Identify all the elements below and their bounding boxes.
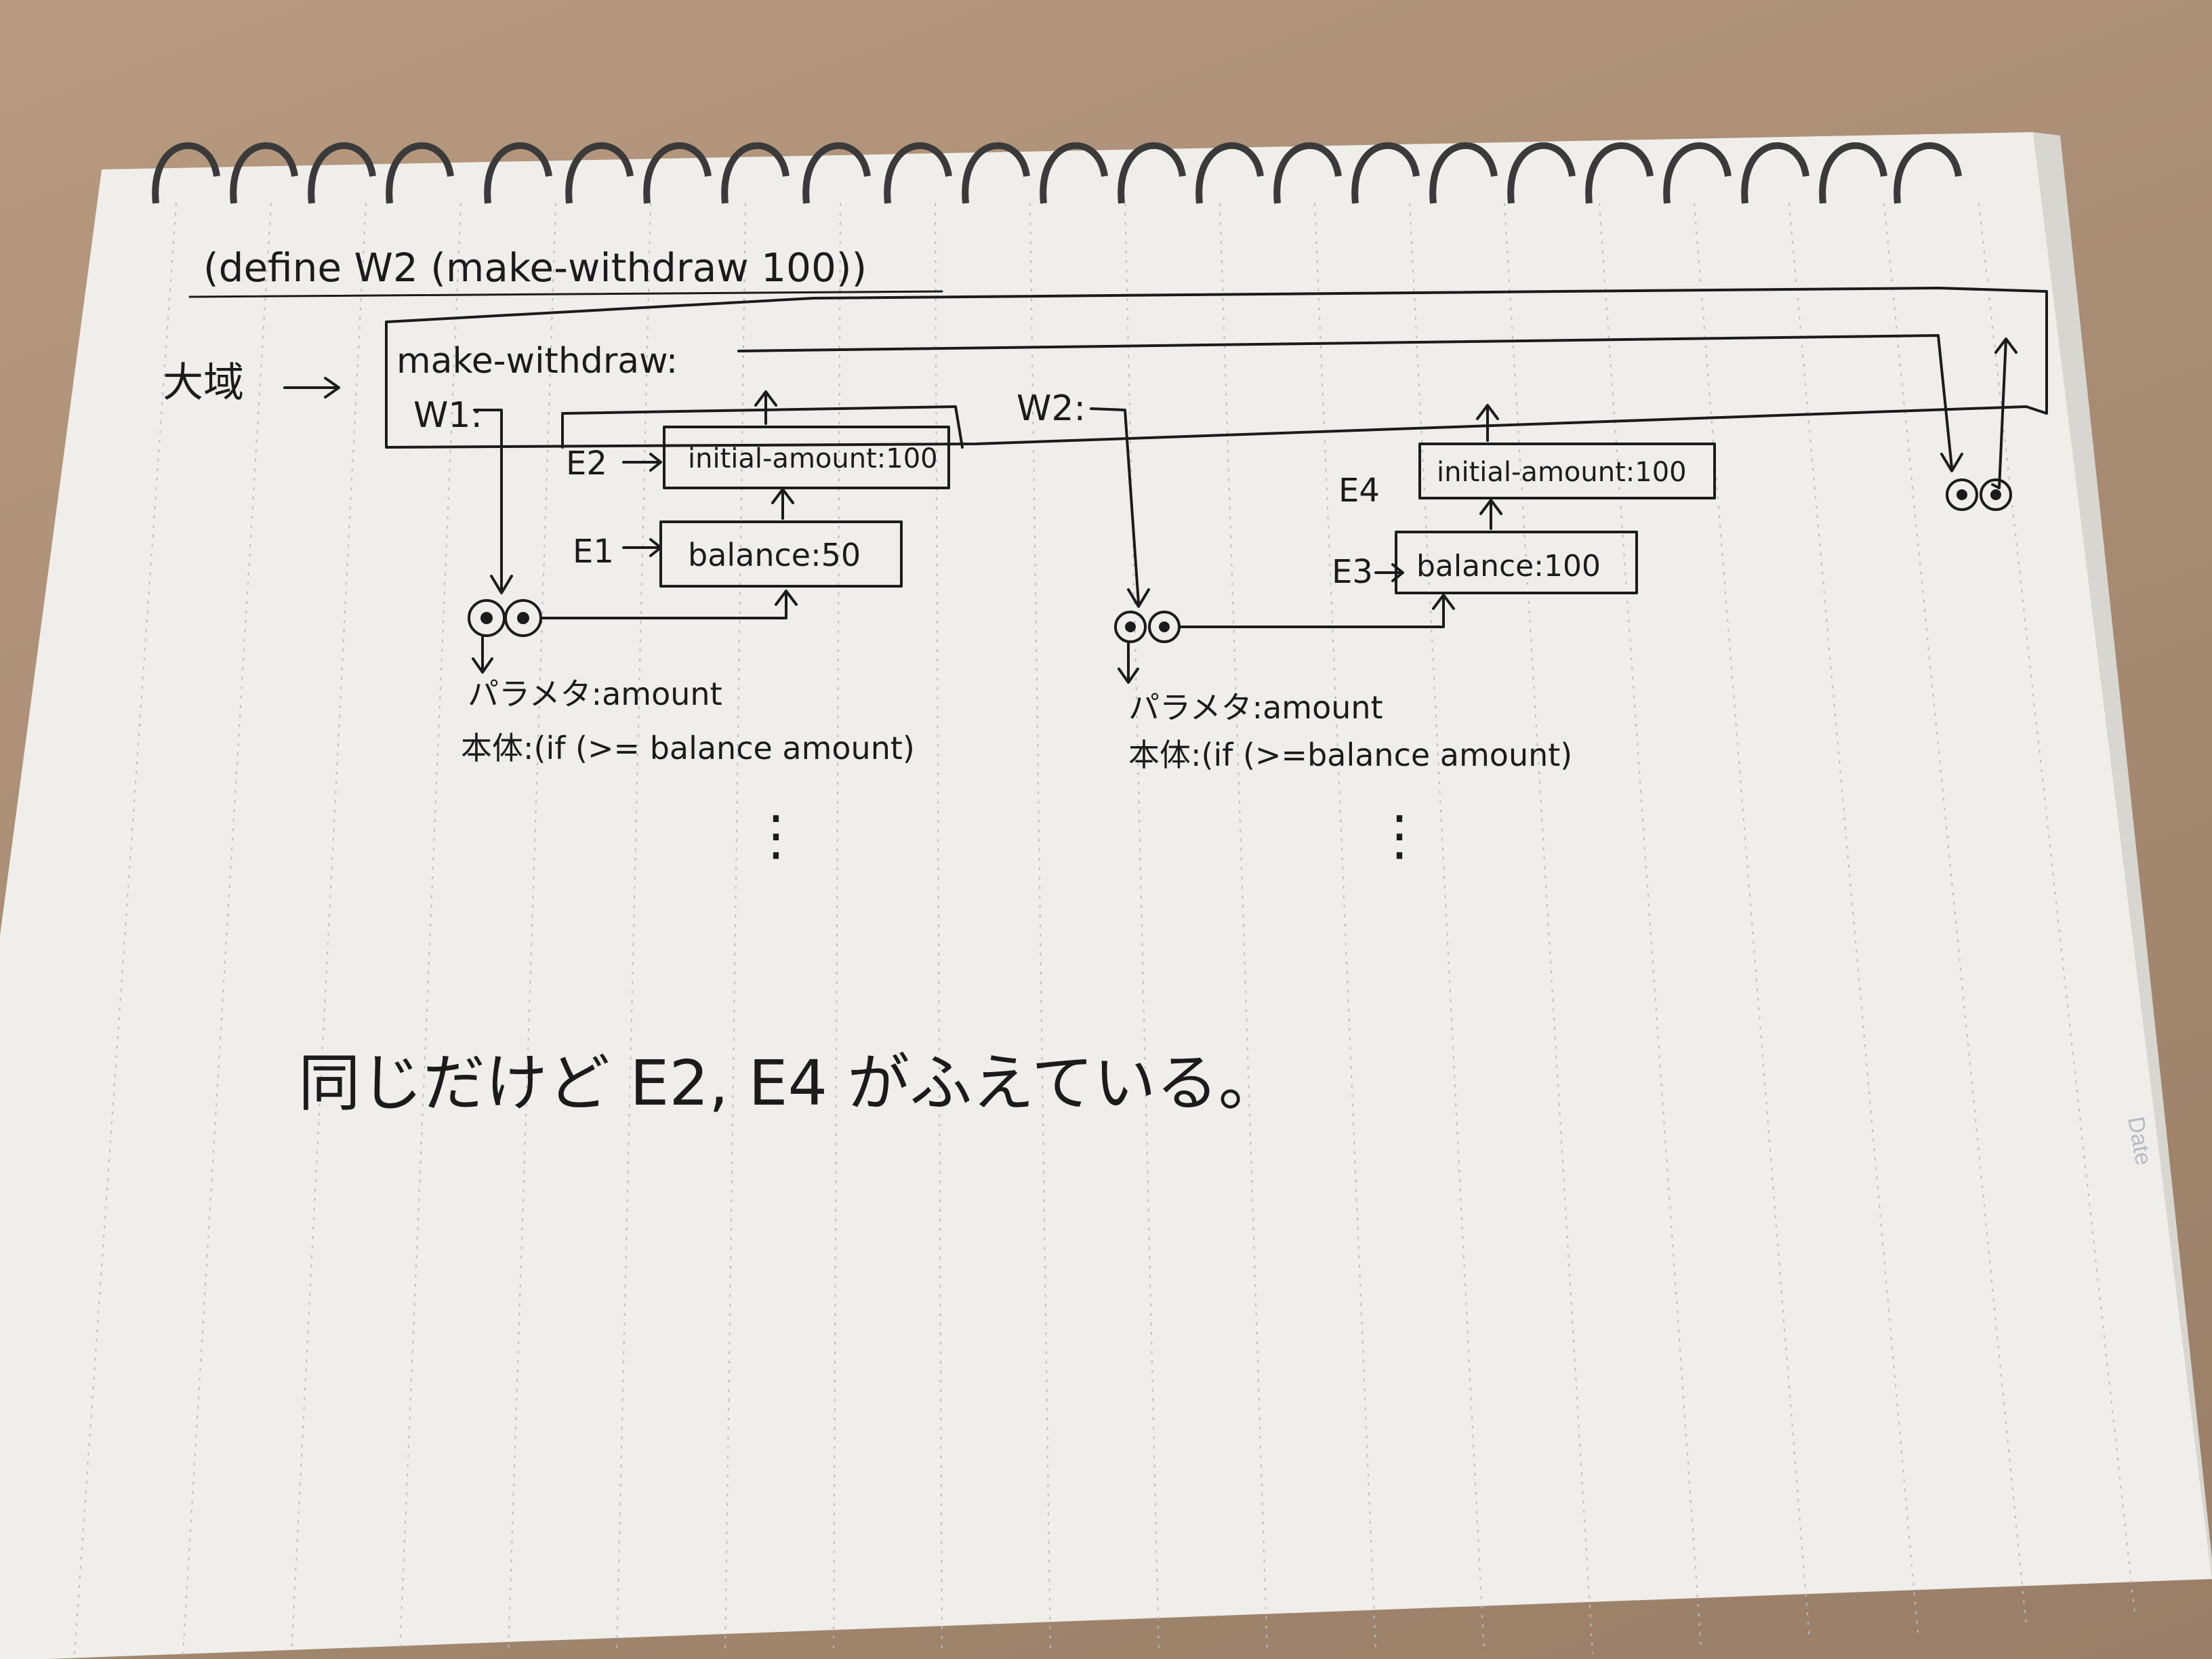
header-code: (define W2 (make-withdraw 100))	[203, 245, 867, 291]
right-proc-code-pointer	[1118, 642, 1139, 684]
e1-binding: balance:50	[688, 537, 861, 573]
right-params: パラメタ:amount	[1128, 689, 1383, 726]
w1-pointer	[473, 409, 513, 594]
right-procedure-object	[1946, 478, 2012, 511]
paper-shadow-edge	[2033, 132, 2212, 1579]
left-params: パラメタ:amount	[468, 676, 722, 712]
left-proc-code-pointer	[472, 636, 493, 674]
e4-label: E4	[1338, 472, 1380, 510]
global-environment-frame	[385, 287, 2048, 449]
left-ellipsis: ⋮	[749, 804, 803, 867]
e4-binding: initial-amount:100	[1437, 457, 1687, 488]
header-underline	[188, 290, 943, 298]
right-proc-env-arrow	[1991, 337, 2018, 489]
global-env-label: 大域	[163, 359, 244, 407]
e1-frame	[659, 520, 903, 588]
right-ellipsis: ⋮	[1372, 804, 1427, 867]
right-proc-env-pointer	[1178, 594, 1455, 628]
paper-sheet	[0, 132, 2212, 1659]
e4-frame	[1418, 443, 1716, 499]
binding-w1: W1:	[413, 395, 483, 436]
binding-w2: W2:	[1017, 388, 1086, 429]
e2-binding: initial-amount:100	[688, 443, 938, 474]
e4-up-arrow	[1476, 404, 1499, 442]
right-w2-procedure-object	[1114, 611, 1181, 643]
e2-up-arrow	[754, 390, 777, 425]
spiral-binding	[152, 142, 1962, 204]
e2-arrow	[622, 453, 662, 472]
e2-frame	[663, 426, 950, 489]
bottom-note: 同じだけど E2, E4 がふえている。	[298, 1047, 1281, 1120]
e1-label: E1	[573, 533, 614, 571]
right-body: 本体:(if (>=balance amount)	[1128, 737, 1572, 773]
make-withdraw-pointer	[737, 334, 1963, 472]
e3-label: E3	[1332, 553, 1373, 591]
e3-binding: balance:100	[1416, 549, 1601, 583]
global-env-arrow	[283, 377, 340, 398]
e2-label: E2	[566, 445, 607, 483]
e1-up-arrow	[771, 488, 794, 520]
binding-make-withdraw: make-withdraw:	[396, 341, 678, 382]
e3-up-arrow	[1479, 499, 1502, 530]
e3-frame	[1395, 531, 1638, 594]
e2-bracket	[561, 405, 964, 449]
w2-pointer	[1090, 407, 1150, 608]
left-proc-env-pointer	[539, 590, 798, 619]
ruled-lines	[74, 203, 2135, 1654]
left-body: 本体:(if (>= balance amount)	[461, 730, 915, 766]
